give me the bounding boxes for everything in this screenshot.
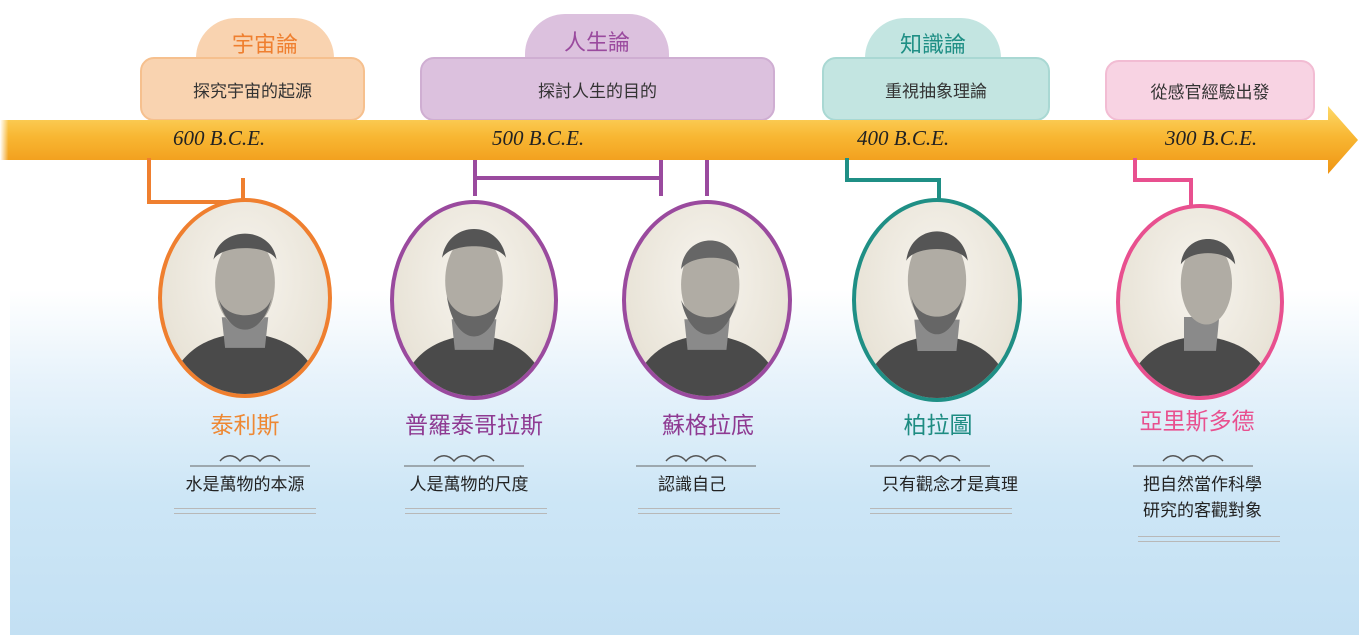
name-protagoras: 普羅泰哥拉斯 <box>405 413 543 439</box>
timeline-arrow-icon <box>0 106 1358 174</box>
quote-underline <box>1138 536 1280 542</box>
name-plato: 柏拉圖 <box>903 413 973 439</box>
theme-2-title: 人生論 <box>563 31 630 56</box>
period-500: 500 B.C.E. <box>492 126 585 150</box>
name-socrates: 蘇格拉底 <box>662 413 754 439</box>
portrait-thales <box>158 198 332 398</box>
portrait-protagoras <box>390 200 558 400</box>
connector-socrates <box>705 160 709 196</box>
engraved-bust-icon <box>629 240 785 396</box>
theme-2-desc: 探討人生的目的 <box>538 81 657 102</box>
period-400: 400 B.C.E. <box>857 126 950 150</box>
portrait-aristotle <box>1116 204 1284 400</box>
period-600: 600 B.C.E. <box>173 126 266 150</box>
flourish-ornament-icon <box>404 455 524 467</box>
quote-thales: 水是萬物的本源 <box>185 475 305 495</box>
period-300: 300 B.C.E. <box>1165 126 1258 150</box>
connector-plato-drop <box>937 178 941 200</box>
flourish-ornament-icon <box>870 455 990 467</box>
connector-protagoras-bar <box>473 176 663 180</box>
quote-socrates: 認識自己 <box>658 475 726 495</box>
connector-aristotle-drop <box>1189 178 1193 208</box>
flourish-ornament-icon <box>190 455 310 467</box>
portrait-plato <box>852 198 1022 402</box>
theme-1-desc: 探究宇宙的起源 <box>193 81 312 102</box>
theme-4-tab: 從感官經驗出發 <box>1105 60 1315 121</box>
theme-1-title: 宇宙論 <box>231 33 298 58</box>
connector-thales <box>147 158 245 204</box>
quote-underline <box>870 508 1012 514</box>
engraved-bust-icon <box>397 228 551 396</box>
engraved-bust-icon <box>1123 239 1277 396</box>
quote-underline <box>405 508 547 514</box>
portrait-socrates <box>622 200 792 400</box>
quote-aristotle-line2: 研究的客觀對象 <box>1143 501 1262 521</box>
name-thales: 泰利斯 <box>210 413 280 439</box>
theme-3-desc: 重視抽象理論 <box>885 81 987 102</box>
quote-protagoras: 人是萬物的尺度 <box>409 475 529 495</box>
engraved-bust-icon <box>859 231 1015 398</box>
theme-3-title: 知識論 <box>899 33 966 58</box>
engraved-bust-icon <box>165 233 325 394</box>
theme-4-desc: 從感官經驗出發 <box>1150 83 1270 103</box>
connector-aristotle <box>1133 158 1193 182</box>
quote-aristotle-line1: 把自然當作科學 <box>1143 475 1262 495</box>
connector-thales-drop <box>241 178 245 204</box>
theme-2-tab: 探討人生的目的 <box>420 57 775 121</box>
theme-3-tab: 重視抽象理論 <box>822 57 1050 121</box>
connector-plato <box>845 158 941 182</box>
flourish-ornament-icon <box>636 455 756 467</box>
quote-underline <box>174 508 316 514</box>
quote-underline <box>638 508 780 514</box>
flourish-ornament-icon <box>1133 455 1253 467</box>
quote-plato: 只有觀念才是真理 <box>882 475 1018 495</box>
name-aristotle: 亞里斯多德 <box>1139 409 1255 435</box>
